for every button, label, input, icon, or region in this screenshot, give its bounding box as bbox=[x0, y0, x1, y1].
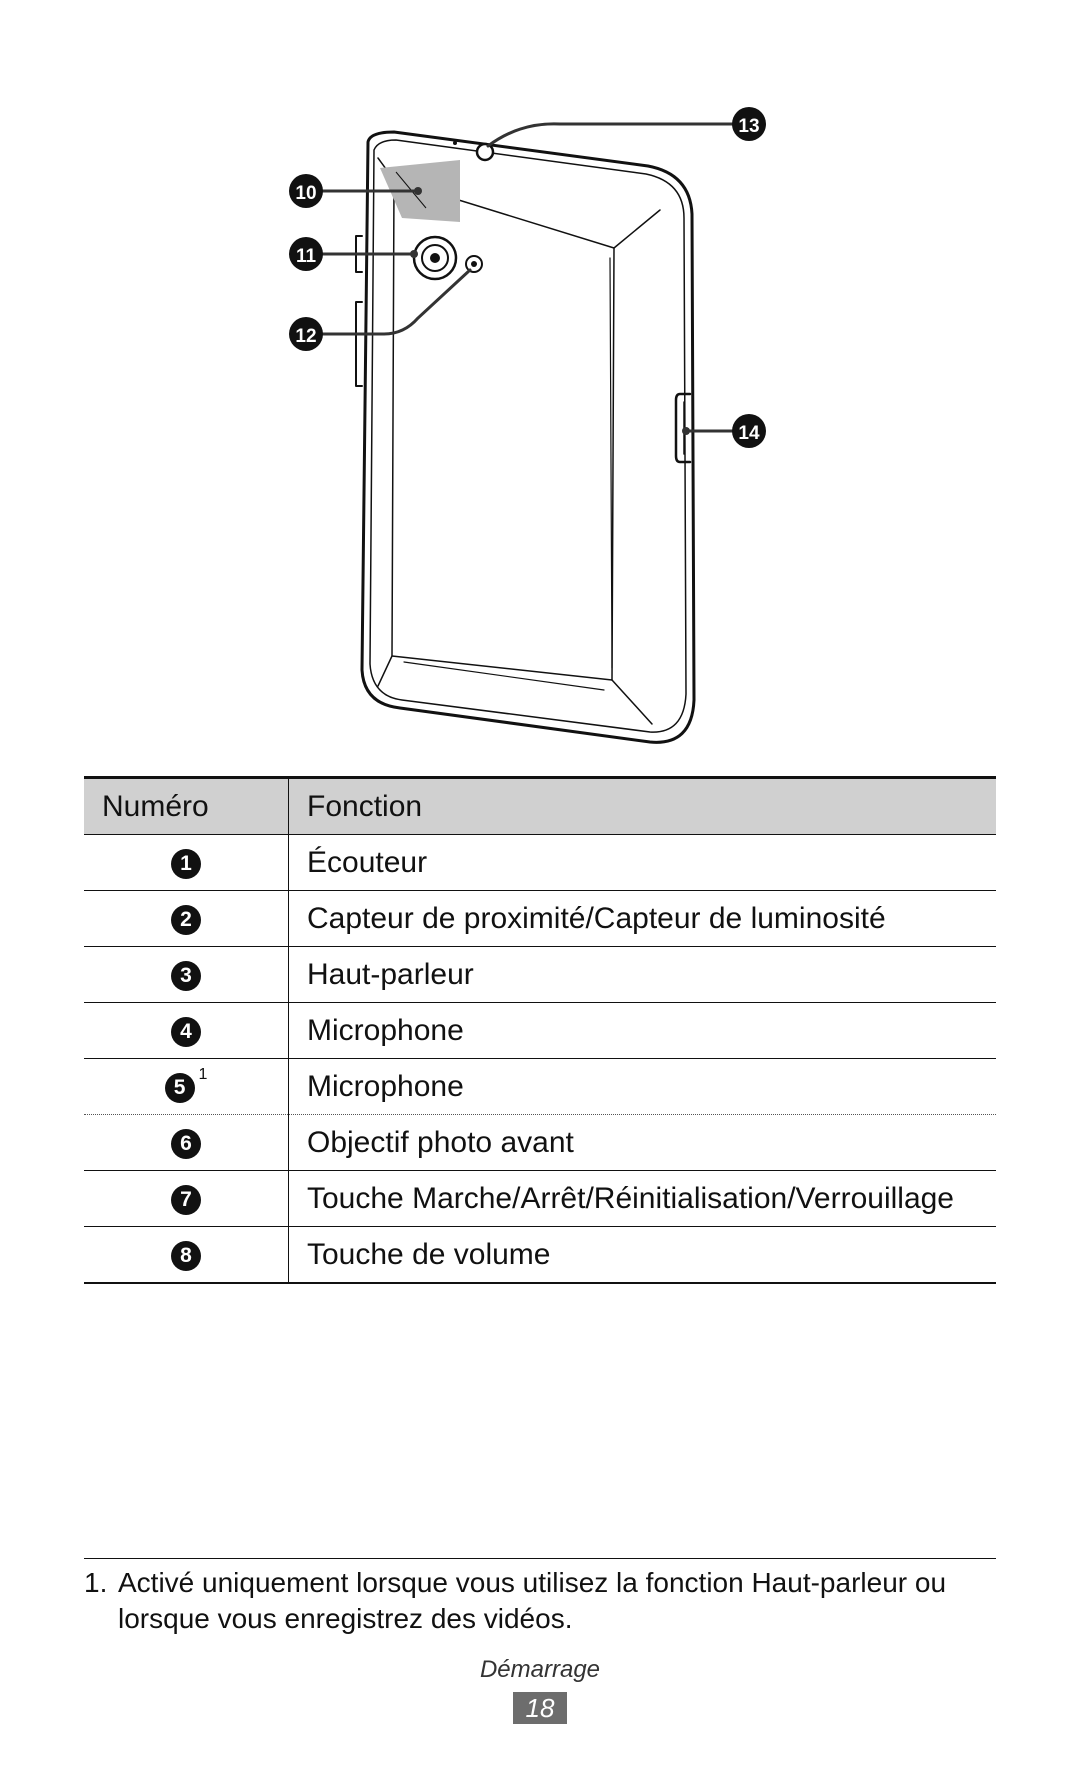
callout-14: 14 bbox=[732, 414, 766, 448]
footnote-divider bbox=[84, 1558, 996, 1559]
row-number-badge: 1 bbox=[171, 848, 201, 879]
callout-10: 10 bbox=[289, 174, 323, 208]
row-function: Touche de volume bbox=[288, 1226, 996, 1284]
footnote-marker: 1 bbox=[198, 1065, 208, 1083]
function-table: Numéro Fonction 1 Écouteur 2 Capteur de … bbox=[84, 776, 996, 1284]
table-row: 6 Objectif photo avant bbox=[84, 1114, 996, 1171]
svg-text:12: 12 bbox=[295, 326, 316, 347]
row-function: Objectif photo avant bbox=[288, 1114, 996, 1171]
section-label: Démarrage bbox=[479, 1656, 601, 1683]
table-header-row: Numéro Fonction bbox=[84, 776, 996, 835]
header-function: Fonction bbox=[288, 776, 996, 835]
table-row: 7 Touche Marche/Arrêt/Réinitialisation/V… bbox=[84, 1170, 996, 1227]
headset-jack-icon bbox=[453, 141, 495, 162]
table-row: 4 Microphone bbox=[84, 1002, 996, 1059]
row-function: Microphone bbox=[288, 1058, 996, 1115]
table-row: 8 Touche de volume bbox=[84, 1226, 996, 1284]
row-number-badge: 6 bbox=[171, 1128, 201, 1159]
svg-text:10: 10 bbox=[295, 183, 316, 204]
svg-text:11: 11 bbox=[296, 246, 317, 267]
rear-camera-icon bbox=[412, 235, 458, 281]
table-row: 1 Écouteur bbox=[84, 834, 996, 891]
row-number-badge: 8 bbox=[171, 1240, 201, 1271]
row-function: Écouteur bbox=[288, 834, 996, 891]
header-number: Numéro bbox=[84, 776, 289, 835]
callout-11: 11 bbox=[289, 237, 323, 271]
row-number-badge: 7 bbox=[171, 1184, 201, 1215]
row-number-badge: 2 bbox=[171, 904, 201, 935]
callout-12: 12 bbox=[289, 317, 323, 351]
table-row: 3 Haut-parleur bbox=[84, 946, 996, 1003]
row-function: Touche Marche/Arrêt/Réinitialisation/Ver… bbox=[288, 1170, 996, 1227]
flash-icon bbox=[465, 255, 483, 273]
svg-text:14: 14 bbox=[738, 423, 760, 444]
table-row: 51 Microphone bbox=[84, 1058, 996, 1115]
row-number-badge: 4 bbox=[171, 1016, 201, 1047]
row-function: Capteur de proximité/Capteur de luminosi… bbox=[288, 890, 996, 947]
row-number-badge: 3 bbox=[171, 960, 201, 991]
row-number-badge: 5 bbox=[164, 1072, 195, 1103]
table-row: 2 Capteur de proximité/Capteur de lumino… bbox=[84, 890, 996, 947]
row-function: Microphone bbox=[288, 1002, 996, 1059]
svg-text:13: 13 bbox=[738, 116, 759, 137]
phone-back-diagram: 10 11 12 13 14 bbox=[289, 107, 766, 744]
page-number: 18 bbox=[513, 1692, 567, 1724]
footnote-text: Activé uniquement lorsque vous utilisez … bbox=[118, 1567, 947, 1634]
callout-13: 13 bbox=[732, 107, 766, 141]
footnote: 1. Activé uniquement lorsque vous utilise… bbox=[84, 1565, 996, 1637]
footnote-number: 1. bbox=[84, 1567, 108, 1598]
row-function: Haut-parleur bbox=[288, 946, 996, 1003]
